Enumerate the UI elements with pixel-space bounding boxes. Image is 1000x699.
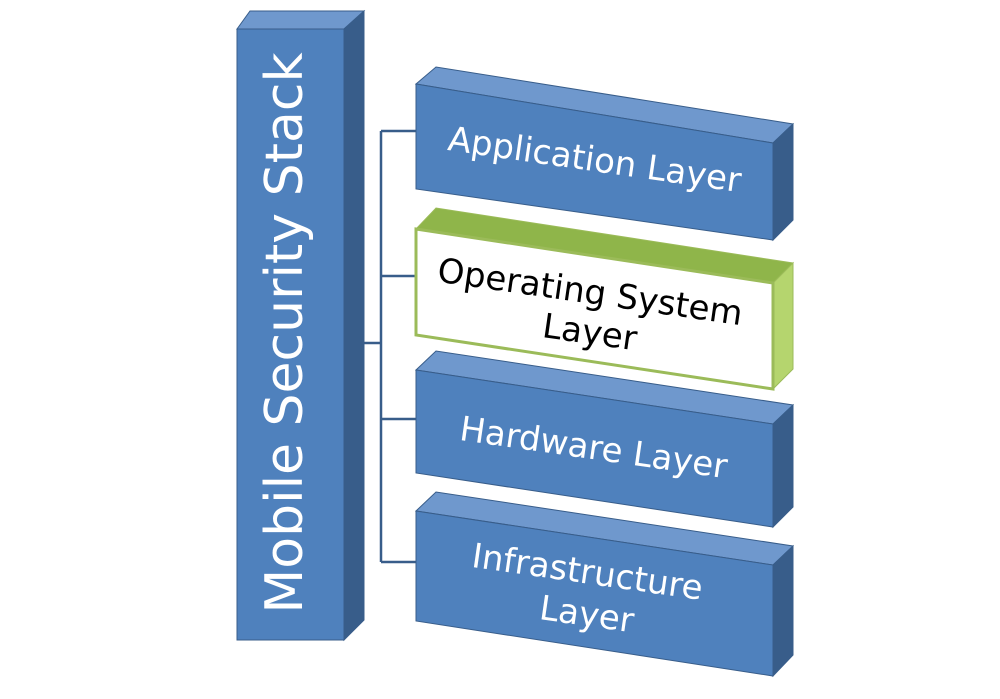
layer-application: Application Layer — [414, 66, 795, 242]
title-text: Mobile Security Stack — [255, 52, 315, 613]
title-block: Mobile Security Stack — [236, 9, 366, 642]
layer-application-front — [415, 83, 774, 241]
layer-infrastructure: Infrastructure Layer — [414, 491, 795, 678]
layer-operating-system: Operating System Layer — [414, 207, 795, 391]
layer-hardware-side — [772, 403, 794, 529]
title-block-front — [236, 28, 345, 641]
title-block-top — [236, 10, 366, 30]
title-block-side — [343, 9, 365, 642]
layer-infrastructure-side — [772, 544, 794, 678]
layer-infrastructure-front — [415, 510, 774, 677]
layer-operating-system-front — [414, 227, 775, 391]
layer-hardware-front — [415, 369, 774, 528]
layer-hardware: Hardware Layer — [414, 350, 795, 529]
layer-application-side — [772, 122, 794, 242]
layer-operating-system-side — [772, 261, 794, 391]
